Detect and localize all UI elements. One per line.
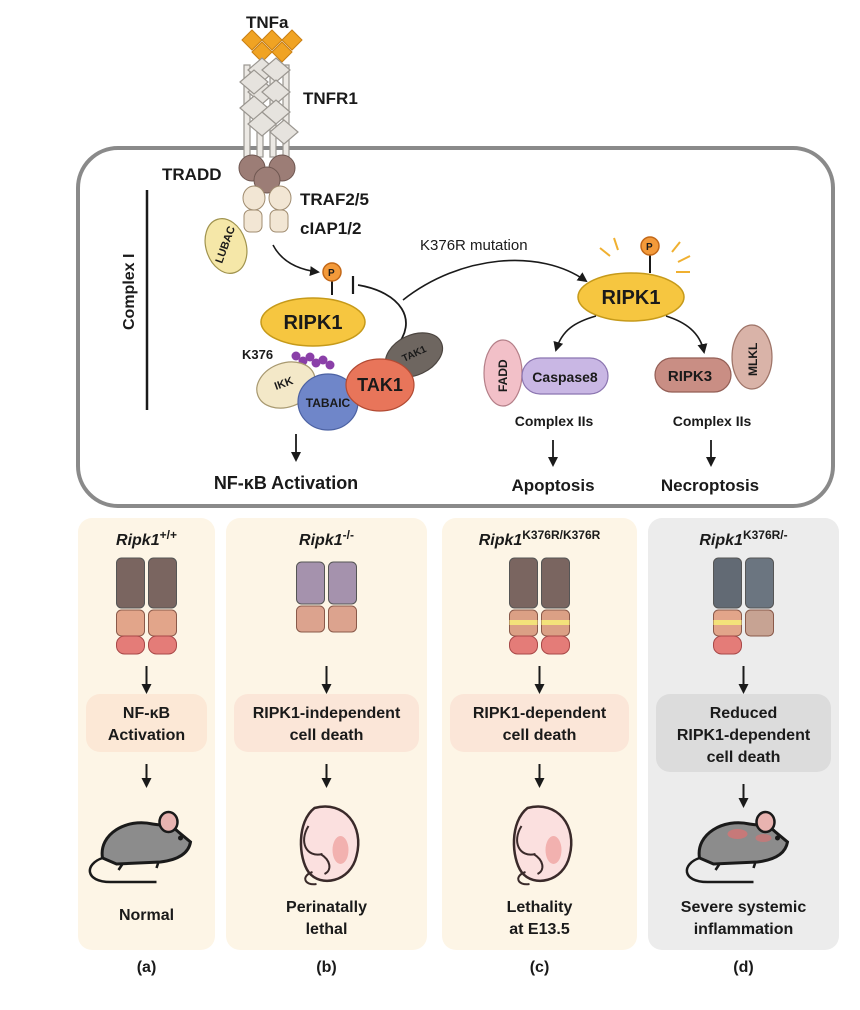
branch-necroptosis-arrow xyxy=(665,315,708,354)
ripk3-blob xyxy=(654,357,732,393)
phenotype-text: Perinatally xyxy=(286,899,367,916)
tak1-blob xyxy=(345,358,415,412)
embryo-icon xyxy=(299,805,360,886)
phenotype-text: Severe systemic xyxy=(681,899,807,916)
complex-frame xyxy=(76,146,835,508)
outcome-box xyxy=(656,694,831,772)
mutation-arrow xyxy=(402,259,588,301)
phospho-label-1: P xyxy=(328,268,335,279)
outcome-text: Activation xyxy=(108,727,185,744)
ripk1-label-i: RIPK1 xyxy=(284,312,343,334)
apoptosis-label: Apoptosis xyxy=(511,476,594,495)
ubiquitin-chain xyxy=(291,351,335,370)
genotype-label: Ripk1K376R/- xyxy=(699,528,787,549)
mouse-icon xyxy=(685,810,790,884)
tnfr1-label: TNFR1 xyxy=(303,89,358,108)
fadd-label: FADD xyxy=(496,359,510,392)
outcome-text: cell death xyxy=(707,749,781,766)
traf-label: TRAF2/5 xyxy=(300,190,369,209)
phenotype-text: inflammation xyxy=(694,921,794,938)
outcome-text: cell death xyxy=(290,727,364,744)
panel-letter: (c) xyxy=(530,959,550,976)
embryo-icon xyxy=(512,805,573,886)
outcome-box xyxy=(86,694,207,752)
panel-letter: (b) xyxy=(316,959,336,976)
caspase8-blob xyxy=(521,357,609,395)
panel-letter: (a) xyxy=(137,959,157,976)
genotype-label: Ripk1-/- xyxy=(299,528,354,549)
phospho-rays xyxy=(599,237,691,273)
mutation-label: K376R mutation xyxy=(420,237,528,254)
lubac-to-ripk1-arrow xyxy=(272,244,320,276)
complex-i-label: Complex I xyxy=(121,254,138,330)
phenotype-text: Lethality xyxy=(507,899,573,916)
tnfa-ligand xyxy=(241,29,303,63)
mouse-icon xyxy=(88,810,193,884)
ripk1-complex-i xyxy=(260,297,366,347)
panel-2: Ripk1K376R/K376R RIPK1-dependent cell deat… xyxy=(442,518,637,976)
tradd-domain xyxy=(238,154,296,194)
phospho-label-2: P xyxy=(646,242,653,253)
outcome-text: RIPK1-dependent xyxy=(677,727,811,744)
nfkb-activation-label: NF-κB Activation xyxy=(214,473,358,493)
tnfr1-receptor xyxy=(239,57,299,158)
outcome-text: RIPK1-independent xyxy=(253,705,401,722)
traf-domain xyxy=(242,185,292,233)
phospho-icon-2 xyxy=(640,236,660,256)
caspase8-label: Caspase8 xyxy=(532,369,598,385)
branch-apoptosis-arrow xyxy=(553,315,597,352)
panel-letter: (d) xyxy=(733,959,753,976)
ciap-label: cIAP1/2 xyxy=(300,219,361,238)
outcome-text: cell death xyxy=(503,727,577,744)
phenotype-text: lethal xyxy=(306,921,348,938)
genotype-label: Ripk1K376R/K376R xyxy=(479,528,601,549)
tradd-label: TRADD xyxy=(162,165,222,184)
ripk1-label-ii: RIPK1 xyxy=(602,287,661,309)
panel-1: Ripk1-/- RIPK1-independent cell deathPerin… xyxy=(226,518,427,976)
phenotype-text: Normal xyxy=(119,907,174,924)
genotype-label: Ripk1+/+ xyxy=(116,528,177,549)
protein-schematic xyxy=(296,561,357,633)
ripk3-label: RIPK3 xyxy=(668,368,712,385)
complex-iib-label: Complex IIs xyxy=(673,413,752,429)
outcome-text: NF-κB xyxy=(123,705,170,722)
tabaic-label: TABAIC xyxy=(306,396,351,410)
ripk1-complex-ii xyxy=(577,272,685,322)
tak1-label: TAK1 xyxy=(357,375,403,395)
protein-schematic xyxy=(509,557,570,655)
outcome-box xyxy=(234,694,419,752)
complex-iia-label: Complex IIs xyxy=(515,413,594,429)
outcome-box xyxy=(450,694,629,752)
phospho-icon-1 xyxy=(322,262,342,282)
outcome-text: RIPK1-dependent xyxy=(473,705,607,722)
phenotype-text: at E13.5 xyxy=(509,921,570,938)
protein-schematic xyxy=(116,557,177,655)
protein-schematic xyxy=(713,557,774,655)
k376-label: K376 xyxy=(242,347,273,362)
mlkl-label: MLKL xyxy=(746,343,760,376)
mlkl-blob xyxy=(731,324,773,390)
necroptosis-label: Necroptosis xyxy=(661,476,759,495)
lubac-blob xyxy=(204,218,248,274)
outcome-text: Reduced xyxy=(710,705,778,722)
tnfa-label: TNFa xyxy=(246,13,289,32)
